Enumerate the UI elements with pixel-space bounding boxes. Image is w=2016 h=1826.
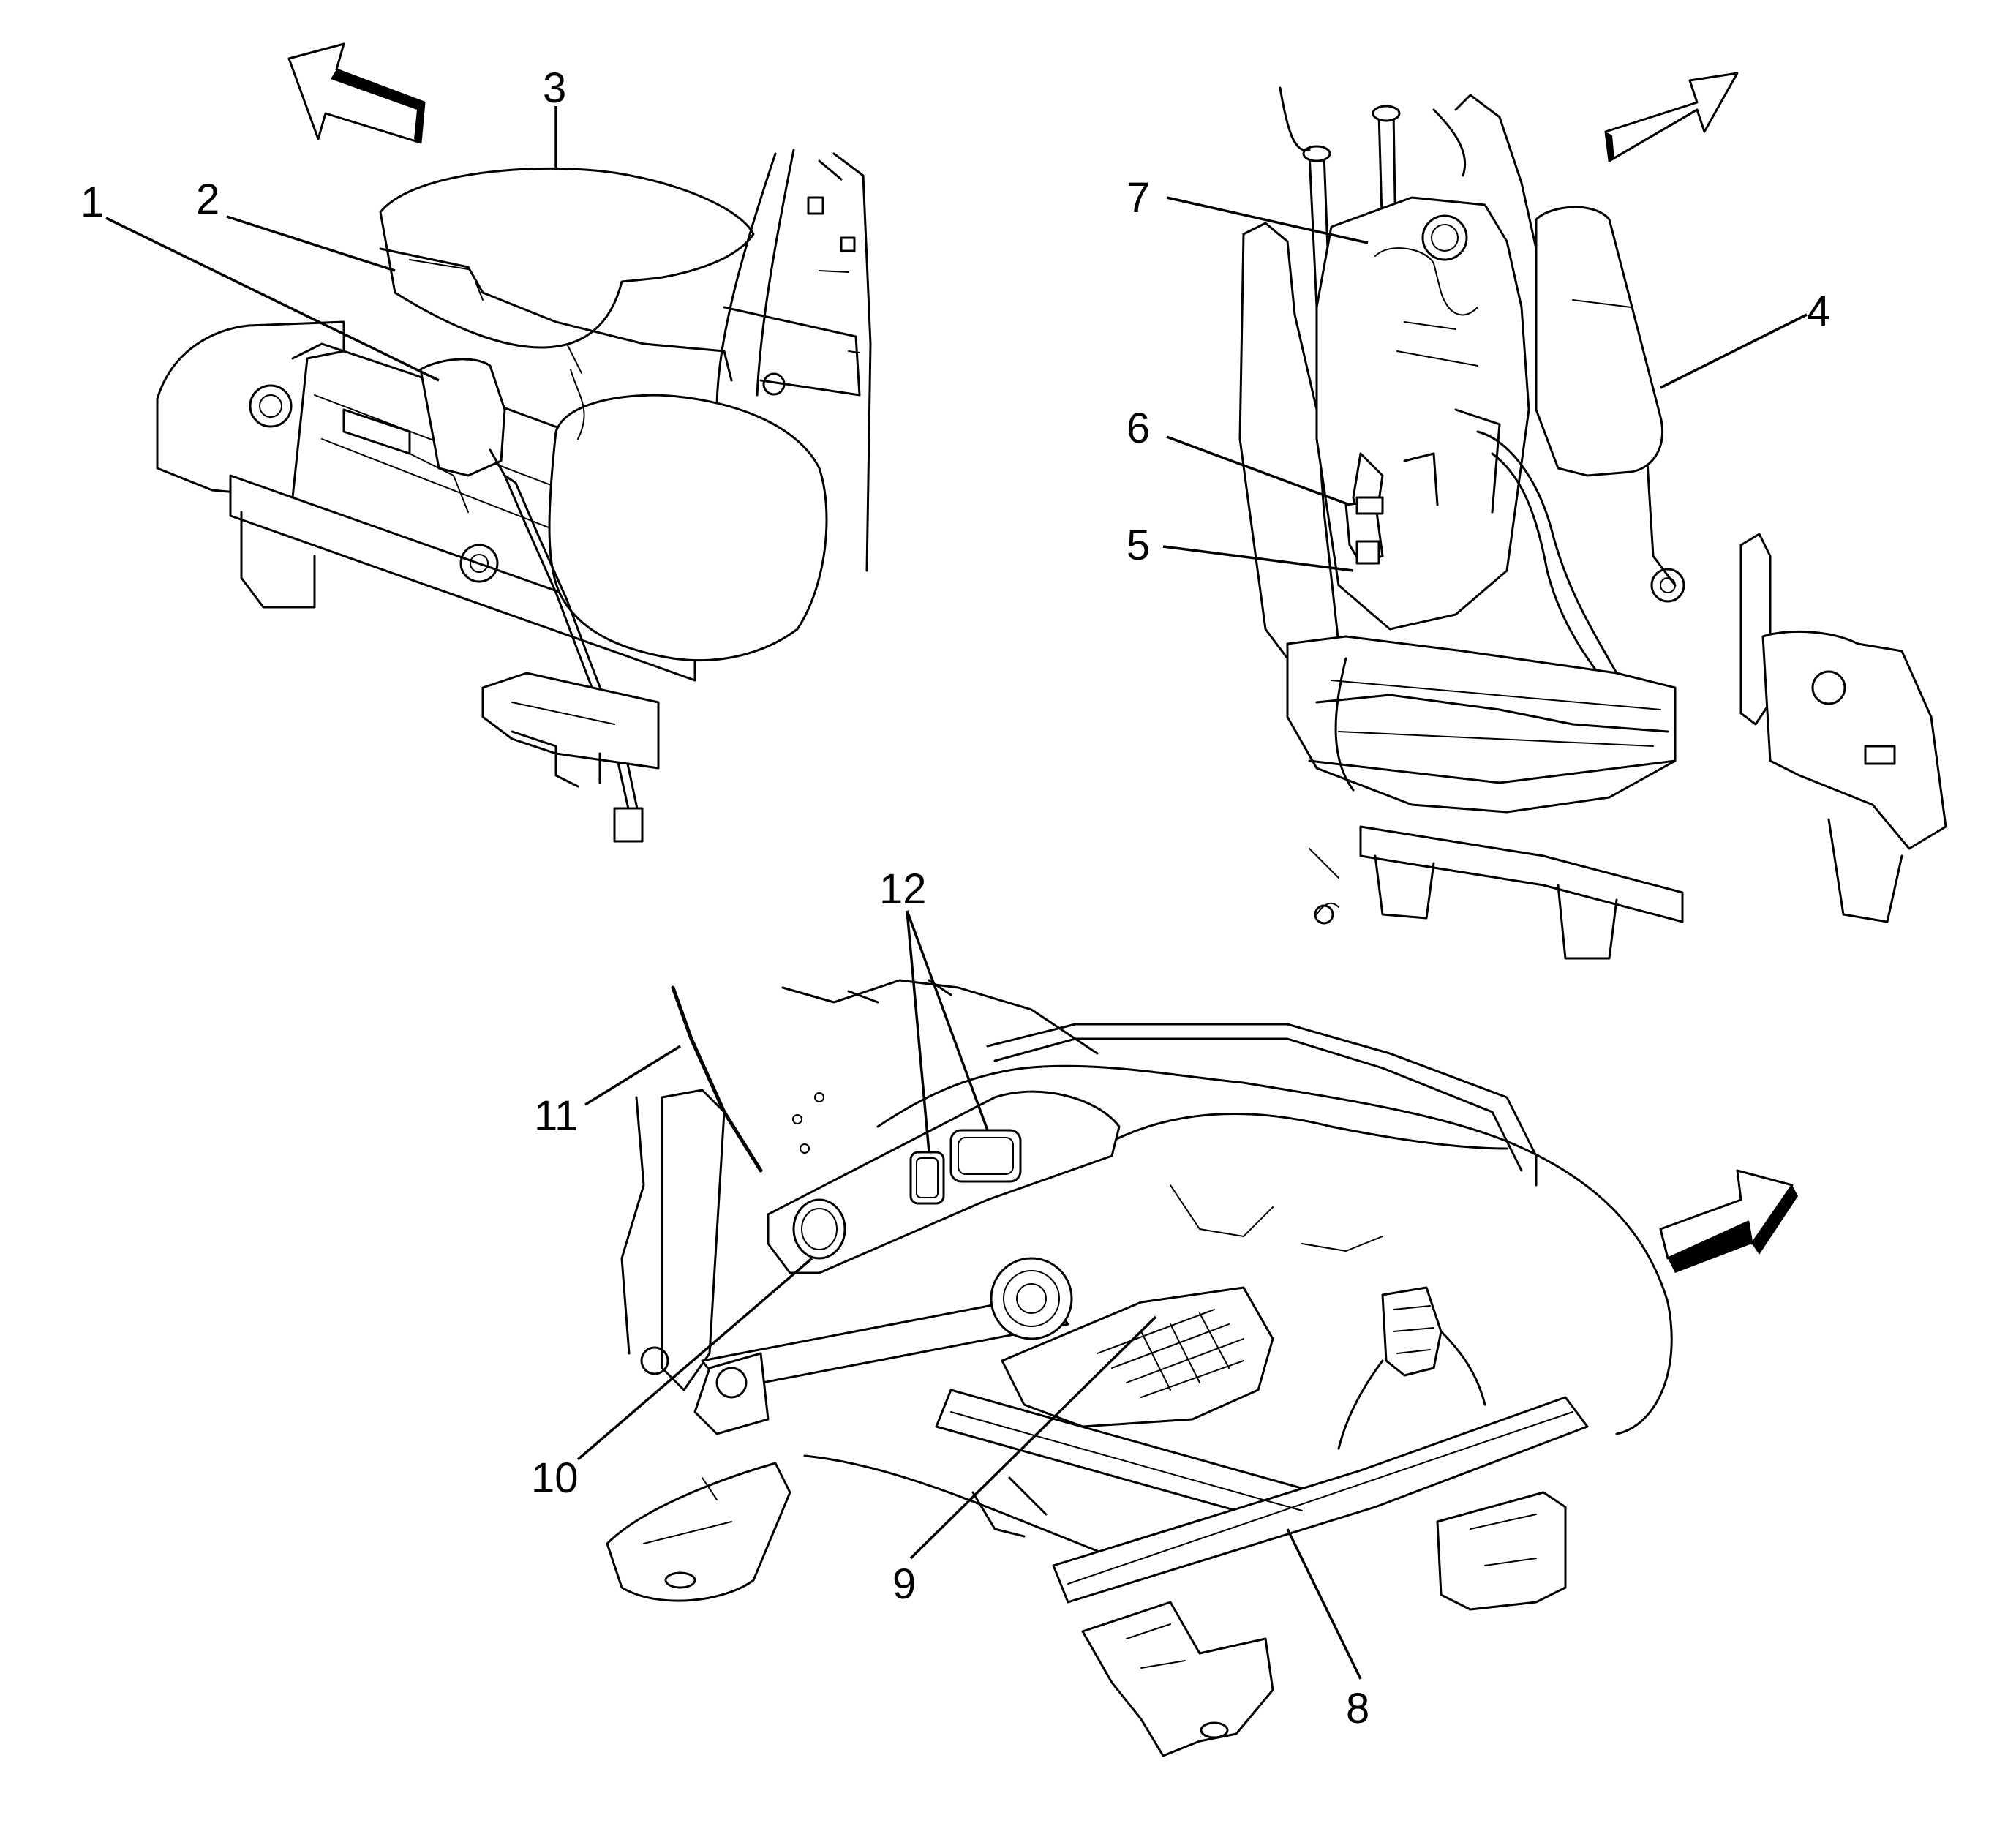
seat-back-side-airbag	[1535, 206, 1664, 477]
seat-adjuster-bracket	[481, 672, 660, 788]
view-3-seat-underside	[606, 979, 1798, 1757]
callout-7: 7	[1127, 174, 1150, 222]
seat-back-frame	[715, 149, 872, 572]
callout-6: 6	[1127, 405, 1150, 452]
leader-1	[105, 217, 440, 382]
front-mounting-bracket-right	[1436, 1491, 1567, 1611]
cushion-bolster-left	[156, 320, 345, 499]
recliner-cover	[620, 1089, 726, 1391]
seat-control-module	[1337, 1286, 1486, 1450]
front-direction-arrow-view-3	[1659, 1169, 1798, 1273]
leader-6	[1166, 435, 1350, 506]
leader-12b	[906, 910, 989, 1131]
leader-8	[1286, 1528, 1362, 1680]
seat-side-trim-panel	[767, 1090, 1121, 1274]
view-1-seat-cushion	[156, 42, 872, 843]
seat-adjuster-track	[803, 1389, 1589, 1604]
leader-12a	[906, 910, 930, 1153]
callout-8: 8	[1346, 1685, 1369, 1732]
callout-4: 4	[1807, 288, 1830, 335]
rear-mounting-bracket	[606, 1462, 791, 1602]
seat-heater-element	[990, 1257, 1274, 1428]
front-mounting-bracket-left	[1081, 1601, 1274, 1757]
armrest-cover	[379, 167, 755, 382]
leader-4	[1660, 313, 1808, 389]
seat-cushion-center	[548, 394, 828, 662]
callout-labels: 1 2 3 4 5 6 7 8 9 10 11 12	[80, 64, 1830, 1732]
leader-lines	[105, 106, 1808, 1680]
recliner-arm	[1739, 533, 1947, 850]
front-cross-tube	[693, 1293, 1069, 1435]
callout-9: 9	[892, 1560, 916, 1608]
seat-side-airbag-module	[419, 358, 644, 843]
front-direction-arrow-view-1	[287, 42, 426, 144]
seat-cushion-frame	[876, 1023, 1673, 1435]
front-direction-arrow-view-2	[1604, 72, 1739, 162]
seat-back-lower-frame	[1286, 568, 1685, 814]
callout-11: 11	[534, 1092, 578, 1140]
leader-9	[909, 1315, 1157, 1560]
seat-track-lower	[1309, 818, 1903, 960]
heated-seat-connector	[1344, 496, 1384, 565]
callout-5: 5	[1127, 522, 1150, 569]
leader-2	[226, 215, 396, 272]
callout-1: 1	[80, 179, 104, 226]
callout-2: 2	[196, 176, 219, 223]
seat-back-heater-panel	[1315, 196, 1530, 631]
view-2-seat-back	[1238, 72, 1947, 960]
leader-10	[576, 1257, 813, 1461]
callout-3: 3	[543, 64, 566, 112]
leader-11	[584, 1045, 681, 1106]
seat-back-frame-outline	[1238, 94, 1677, 718]
callout-10: 10	[531, 1454, 579, 1502]
leader-7	[1166, 196, 1369, 244]
leader-5	[1162, 545, 1354, 572]
callout-12: 12	[879, 865, 927, 913]
